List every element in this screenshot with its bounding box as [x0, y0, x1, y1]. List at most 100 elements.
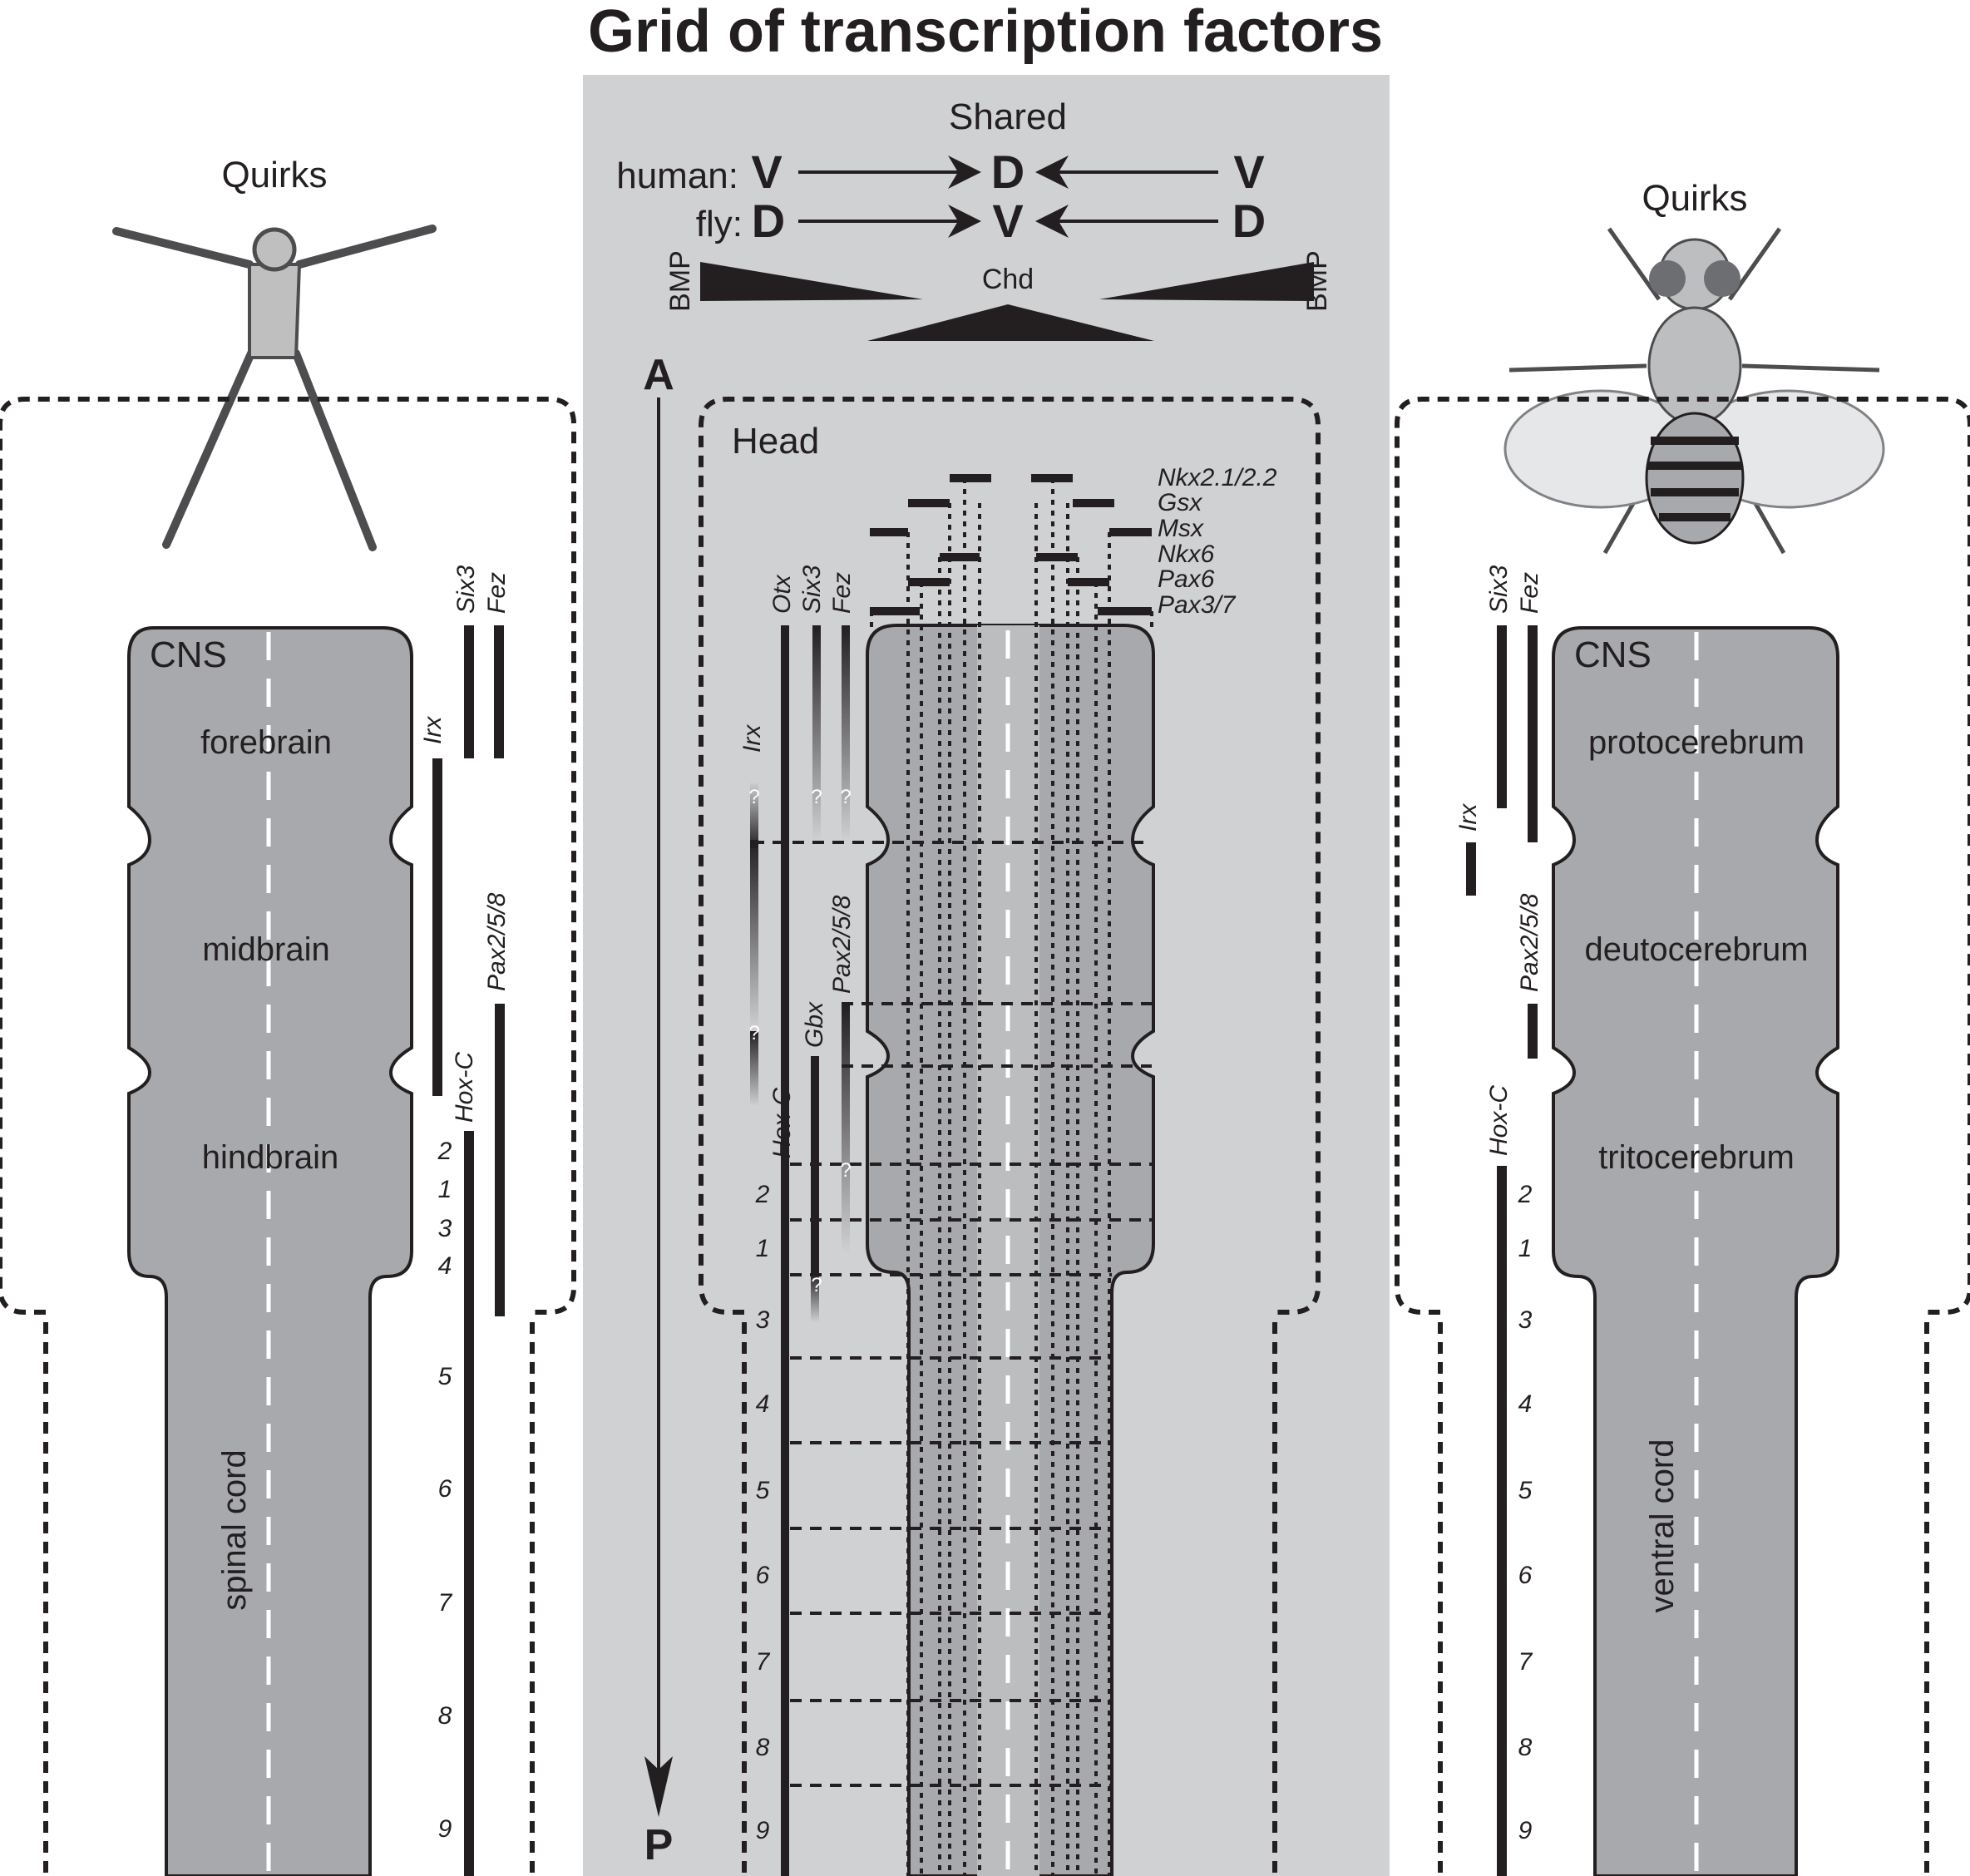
fly-hox-numbers: 2 1 3 4 5 6 7 8 9 — [1518, 1181, 1533, 1844]
shared-hox-number: 3 — [756, 1306, 770, 1334]
shared-hoxc-label: Hox-C — [768, 1088, 796, 1158]
human-quirks-heading: Quirks — [221, 155, 327, 195]
shared-irx-bar-mid — [750, 840, 758, 1031]
fly-pax258-label: Pax2/5/8 — [1516, 893, 1543, 992]
fly-axis-label: fly: — [696, 204, 743, 244]
human-region-midbrain: midbrain — [202, 931, 329, 968]
fly-axis-right: D — [1232, 195, 1266, 247]
shared-hox-number: 8 — [756, 1734, 770, 1761]
unknown-mark: ? — [811, 786, 822, 808]
factor-label: Msx — [1158, 515, 1204, 542]
human-six3-label: Six3 — [452, 565, 480, 614]
unknown-mark: ? — [840, 786, 851, 808]
shared-irx-bar-bottom — [750, 1031, 758, 1106]
human-hox-number: 6 — [438, 1475, 452, 1503]
shared-gbx-label: Gbx — [801, 1001, 828, 1048]
human-head-outline — [0, 397, 576, 1315]
human-hox-number: 2 — [437, 1138, 452, 1165]
human-hox-number: 3 — [438, 1215, 452, 1242]
unknown-mark: ? — [748, 786, 759, 808]
chd-label: Chd — [982, 264, 1034, 295]
factor-label: Nkx2.1/2.2 — [1158, 464, 1277, 491]
human-region-hindbrain: hindbrain — [202, 1139, 339, 1176]
shared-irx-label: Irx — [738, 724, 766, 753]
fly-hox-number: 9 — [1518, 1817, 1533, 1844]
bmp-label-right: BMP — [1301, 250, 1333, 312]
dv-columns — [870, 478, 1153, 1876]
human-hox-number: 1 — [438, 1176, 452, 1203]
fly-axis-left: D — [752, 195, 785, 247]
shared-hox-number: 4 — [756, 1390, 770, 1418]
unknown-mark: ? — [748, 1022, 759, 1044]
human-axis-right: V — [1233, 146, 1264, 198]
fly-hox-number: 7 — [1518, 1648, 1533, 1676]
shared-irx-bar-top — [750, 782, 758, 848]
fly-hox-number: 3 — [1518, 1306, 1533, 1334]
bmp-wedge-left — [700, 262, 923, 301]
shared-hox-number: 5 — [756, 1477, 770, 1504]
dv-factor-labels: Nkx2.1/2.2 Gsx Msx Nkx6 Pax6 Pax3/7 — [1158, 464, 1277, 619]
human-hox-number: 7 — [438, 1589, 453, 1617]
human-axis-label: human: — [616, 156, 738, 196]
shared-fez-label: Fez — [828, 572, 856, 614]
fly-region-deutocerebrum: deutocerebrum — [1584, 931, 1808, 968]
fly-hox-number: 8 — [1518, 1734, 1533, 1761]
fly-ventral-cord-label: ventral cord — [1644, 1439, 1681, 1613]
shared-six3-bar — [812, 625, 821, 842]
shared-hox-number: 2 — [755, 1181, 770, 1208]
shared-hox-number: 7 — [756, 1648, 771, 1676]
factor-label: Gsx — [1158, 489, 1202, 516]
factor-label: Pax6 — [1158, 565, 1215, 593]
shared-head-outline — [699, 397, 1321, 1315]
human-axis-center: D — [991, 146, 1024, 198]
human-hox-number: 4 — [438, 1252, 452, 1280]
fly-hoxc-label: Hox-C — [1485, 1085, 1513, 1156]
human-hox-number: 9 — [438, 1815, 452, 1843]
fly-hox-number: 5 — [1518, 1477, 1533, 1504]
fly-irx-label: Irx — [1454, 803, 1482, 832]
diagram-title: Grid of transcription factors — [588, 0, 1383, 65]
shared-hox-number: 9 — [756, 1817, 770, 1844]
shared-gbx-fade — [811, 1272, 819, 1322]
factor-label: Nkx6 — [1158, 541, 1215, 568]
fly-icon — [1503, 227, 1885, 555]
human-hox-number: 5 — [438, 1363, 452, 1390]
shared-hox-number: 6 — [756, 1562, 770, 1589]
fly-fez-label: Fez — [1516, 572, 1543, 614]
shared-otx-label: Otx — [768, 574, 796, 614]
factor-label: Pax3/7 — [1158, 591, 1237, 619]
shared-pax258-label: Pax2/5/8 — [828, 895, 856, 994]
fly-hox-number: 1 — [1518, 1235, 1533, 1262]
shared-pax258-bar — [842, 1004, 850, 1253]
fly-axis-center: V — [992, 195, 1023, 247]
segment-boundaries — [753, 841, 1152, 1787]
human-fez-label: Fez — [483, 572, 511, 614]
shared-heading: Shared — [949, 96, 1067, 137]
human-hoxc-label: Hox-C — [451, 1052, 478, 1123]
human-cns-label: CNS — [150, 634, 227, 675]
fly-head-outline — [1395, 397, 1970, 1315]
dv-factor-bars — [870, 474, 1152, 615]
chd-wedge — [867, 304, 1154, 341]
shared-hox-number: 1 — [756, 1235, 770, 1262]
fly-six3-label: Six3 — [1485, 565, 1513, 614]
unknown-mark: ? — [840, 1159, 851, 1182]
human-pax258-label: Pax2/5/8 — [483, 892, 511, 991]
bmp-label-left: BMP — [664, 250, 696, 312]
human-axis-left: V — [751, 146, 782, 198]
fly-cns-label: CNS — [1574, 634, 1652, 675]
shared-six3-label: Six3 — [798, 565, 826, 614]
fly-hox-number: 6 — [1518, 1562, 1533, 1589]
shared-hox-numbers: 2 1 3 4 5 6 7 8 9 — [755, 1181, 771, 1844]
human-irx-label: Irx — [419, 716, 447, 744]
vitruvian-man-icon — [112, 225, 437, 551]
fly-quirks-heading: Quirks — [1642, 178, 1747, 219]
fly-hox-number: 4 — [1518, 1390, 1533, 1418]
human-hox-numbers: 2 1 3 4 5 6 7 8 9 — [437, 1138, 453, 1843]
shared-head-label: Head — [732, 421, 819, 462]
ap-axis-arrowhead — [644, 1756, 673, 1817]
shared-fez-bar — [842, 625, 850, 842]
human-spinal-cord-label: spinal cord — [216, 1449, 253, 1610]
fly-region-protocerebrum: protocerebrum — [1588, 724, 1805, 761]
